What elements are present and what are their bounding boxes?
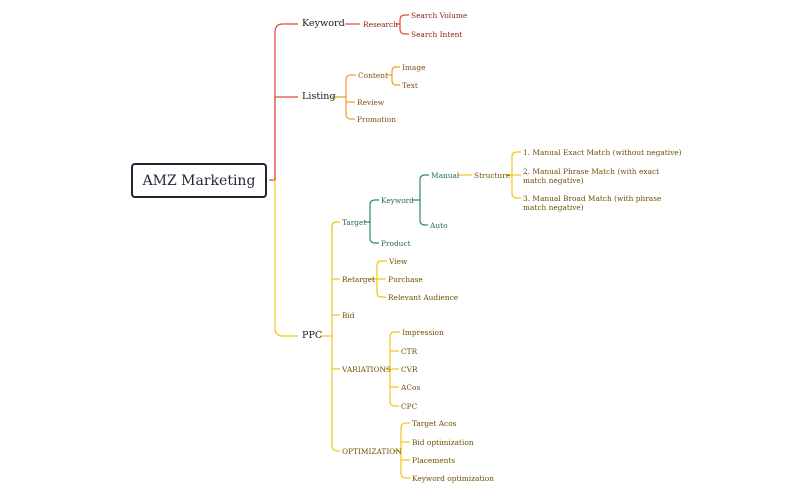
- node-view[interactable]: View: [389, 256, 408, 266]
- node-relevant-audience[interactable]: Relevant Audience: [388, 292, 459, 302]
- link-image: [387, 66, 400, 76]
- link-variations: [331, 336, 340, 370]
- node-optimization[interactable]: OPTIMIZATION: [342, 446, 402, 456]
- link-listing: [274, 96, 298, 180]
- node-exact-match[interactable]: 1. Manual Exact Match (without negative): [523, 147, 682, 157]
- link-product: [369, 222, 379, 244]
- node-cvr[interactable]: CVR: [401, 364, 418, 374]
- link-target-acos: [400, 422, 410, 451]
- link-keyword: [269, 23, 298, 181]
- node-ppc[interactable]: PPC: [302, 330, 323, 341]
- node-structure[interactable]: Structure: [474, 170, 511, 180]
- node-manual[interactable]: Manual: [431, 170, 460, 180]
- root-node[interactable]: AMZ Marketing: [131, 163, 267, 198]
- node-ctr[interactable]: CTR: [401, 346, 418, 356]
- link-promotion: [345, 102, 355, 120]
- node-retarget[interactable]: Retarget: [342, 274, 375, 284]
- link-acos: [389, 369, 399, 388]
- node-target-keyword[interactable]: Keyword: [381, 195, 414, 205]
- node-target-acos[interactable]: Target Acos: [412, 418, 457, 428]
- link-exact: [506, 151, 521, 176]
- node-keyword[interactable]: Keyword: [302, 18, 345, 29]
- node-image[interactable]: Image: [402, 62, 426, 72]
- link-placements: [400, 451, 410, 461]
- link-review: [345, 97, 355, 103]
- link-target: [331, 221, 340, 336]
- link-text: [391, 75, 400, 86]
- link-ppc: [274, 180, 298, 337]
- node-purchase[interactable]: Purchase: [388, 274, 423, 284]
- node-placements[interactable]: Placements: [412, 455, 456, 465]
- node-variations[interactable]: VARIATIONS: [342, 364, 392, 374]
- link-search-intent: [399, 24, 409, 35]
- node-product[interactable]: Product: [381, 238, 411, 248]
- link-view: [371, 260, 387, 280]
- node-content[interactable]: Content: [358, 70, 388, 80]
- node-acos[interactable]: ACos: [401, 382, 421, 392]
- node-research[interactable]: Research: [363, 19, 398, 29]
- node-promotion[interactable]: Promotion: [357, 114, 396, 124]
- node-listing[interactable]: Listing: [302, 91, 336, 102]
- link-search-volume: [396, 14, 409, 25]
- node-text[interactable]: Text: [402, 80, 418, 90]
- node-target[interactable]: Target: [342, 217, 367, 227]
- link-relevant-audience: [376, 279, 386, 298]
- node-phrase-match[interactable]: 2. Manual Phrase Match (with exact match…: [523, 166, 660, 185]
- link-keyword-optimization: [400, 460, 410, 479]
- node-bid-optimization[interactable]: Bid optimization: [412, 437, 474, 447]
- node-impression[interactable]: Impression: [402, 327, 444, 337]
- link-manual: [412, 174, 429, 201]
- node-broad-match[interactable]: 3. Manual Broad Match (with phrase match…: [523, 193, 662, 212]
- node-bid[interactable]: Bid: [342, 310, 355, 320]
- link-auto: [419, 200, 428, 226]
- link-broad: [511, 175, 521, 199]
- node-cpc[interactable]: CPC: [401, 401, 418, 411]
- node-search-volume[interactable]: Search Volume: [411, 10, 468, 20]
- node-auto[interactable]: Auto: [430, 220, 448, 230]
- link-target-keyword: [365, 199, 379, 223]
- node-search-intent[interactable]: Search Intent: [411, 29, 463, 39]
- link-impression: [389, 331, 400, 369]
- link-content: [332, 74, 356, 98]
- link-optimization: [331, 369, 340, 452]
- node-review[interactable]: Review: [357, 97, 385, 107]
- node-keyword-optimization[interactable]: Keyword optimization: [412, 473, 494, 483]
- link-cpc: [389, 387, 399, 407]
